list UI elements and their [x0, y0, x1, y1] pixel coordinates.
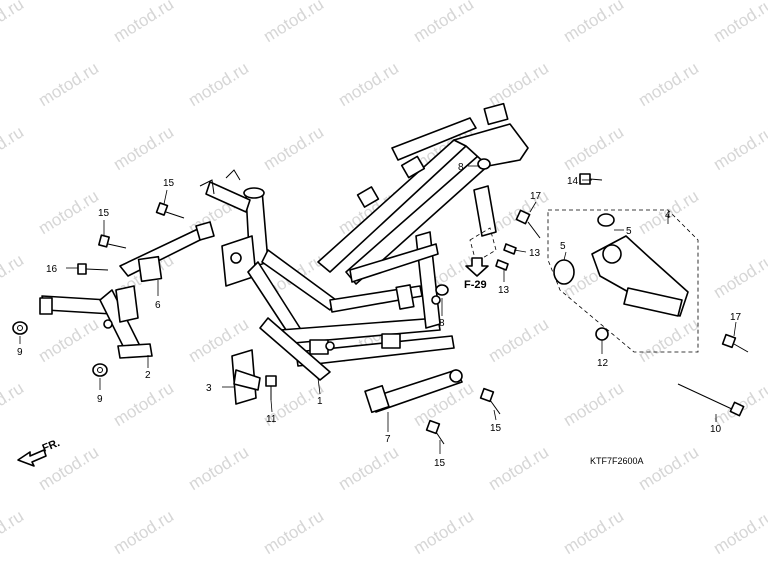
nut-icon	[12, 321, 28, 335]
nut-icon	[477, 158, 491, 170]
clip-icon	[503, 243, 517, 255]
front-cross-pipe	[119, 221, 215, 283]
callout-17: 17	[530, 191, 542, 202]
rear-hanger-assembly	[547, 209, 699, 353]
callout-16: 16	[46, 264, 58, 275]
reference-label: F-29	[464, 279, 487, 291]
callout-5: 5	[626, 226, 632, 237]
drawing-code: KTF7F2600A	[590, 456, 644, 466]
callout-17: 17	[730, 312, 742, 323]
clip-icon	[495, 259, 509, 271]
leader-lines	[19, 165, 737, 454]
bolt-icon	[479, 387, 501, 415]
bolt-icon	[155, 202, 185, 219]
bolt-icon	[425, 419, 445, 445]
bolt-icon	[515, 209, 541, 239]
bolt-icon	[579, 173, 603, 185]
front-direction-arrow-icon: FR.	[17, 437, 62, 467]
callout-15: 15	[98, 208, 110, 219]
bolt-icon	[98, 234, 127, 249]
long-bolt-icon	[677, 383, 745, 417]
bolt-icon	[721, 333, 749, 353]
callout-6: 6	[155, 300, 161, 311]
callout-7: 7	[385, 434, 391, 445]
callout-14: 14	[567, 176, 579, 187]
nut-icon	[92, 363, 108, 377]
callout-11: 11	[266, 414, 277, 425]
callout-5: 5	[560, 241, 566, 252]
callout-9: 9	[97, 394, 103, 405]
callout-9: 9	[17, 347, 23, 358]
callout-labels: 15 15 16 9 9 2 6 3 11 1 7 8 8 15 15 13 1…	[17, 162, 742, 469]
bolt-icon	[265, 375, 277, 400]
callout-15: 15	[434, 458, 446, 469]
callout-4: 4	[665, 210, 671, 221]
callout-2: 2	[145, 370, 151, 381]
callout-13: 13	[498, 285, 510, 296]
fasteners	[12, 158, 749, 445]
step-floor-bracket	[39, 285, 153, 359]
callout-15: 15	[490, 423, 502, 434]
nut-icon	[435, 284, 449, 296]
direction-label: FR.	[41, 437, 62, 455]
center-stand-bracket	[231, 349, 261, 405]
callout-13: 13	[529, 248, 541, 259]
main-frame	[199, 102, 529, 381]
callout-15: 15	[163, 178, 175, 189]
callout-3: 3	[206, 383, 212, 394]
callout-8: 8	[458, 162, 464, 173]
rear-lower-bar	[364, 369, 463, 414]
callout-12: 12	[597, 358, 609, 369]
callout-8: 8	[439, 318, 445, 329]
callout-1: 1	[317, 396, 323, 407]
reference-arrow-group	[465, 227, 497, 277]
bolt-icon	[77, 263, 109, 275]
callout-10: 10	[710, 424, 722, 435]
